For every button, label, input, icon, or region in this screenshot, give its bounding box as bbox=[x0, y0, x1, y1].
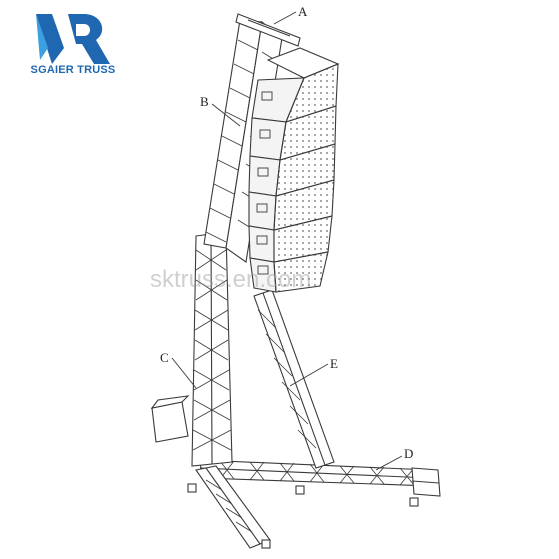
speaker-cabinet bbox=[249, 105, 337, 161]
callout-d: D bbox=[404, 446, 413, 461]
speaker-cabinet bbox=[249, 251, 329, 293]
diagonal-brace-truss bbox=[253, 289, 335, 469]
callout-leaders bbox=[171, 11, 403, 471]
speaker-cabinet bbox=[248, 179, 335, 231]
sgaier-logo bbox=[36, 14, 110, 64]
callout-e: E bbox=[330, 356, 338, 371]
callout-a: A bbox=[298, 4, 308, 19]
callout-b: B bbox=[200, 94, 209, 109]
vertical-tower-truss bbox=[150, 231, 233, 467]
callout-c: C bbox=[160, 350, 169, 365]
line-array-speakers bbox=[248, 47, 340, 293]
base-truss bbox=[187, 459, 441, 549]
watermark: sktruss.en.com bbox=[150, 266, 312, 293]
brand-name: SGAIER TRUSS bbox=[30, 64, 116, 76]
